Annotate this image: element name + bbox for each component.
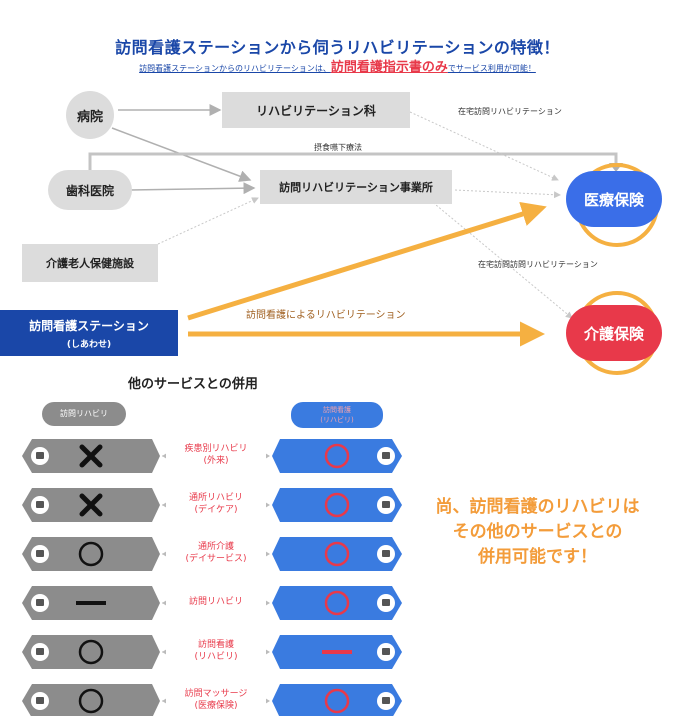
subtitle-highlight: 訪問看護指示書のみ <box>330 60 448 75</box>
right-header-pill: 訪問看護 (リハビリ) <box>291 402 383 428</box>
service-label: 訪問リハビリ <box>166 596 266 608</box>
label-home-rehab-1: 在宅訪問リハビリテーション <box>458 107 562 116</box>
dental-node: 歯科医院 <box>48 170 132 210</box>
right-mark-circle <box>324 541 350 567</box>
right-row-bar <box>272 488 402 522</box>
station-node: 訪問看護ステーション (しあわせ) <box>0 310 178 356</box>
left-row-bar <box>22 635 160 669</box>
left-mark-cross <box>79 493 103 517</box>
right-row-bar <box>272 586 402 620</box>
service-label: 訪問マッサージ(医療保険) <box>166 688 266 712</box>
right-mark-circle <box>324 443 350 469</box>
left-header-pill: 訪問リハビリ <box>42 402 126 426</box>
care-insurance: 介護保険 <box>566 305 662 361</box>
left-mark-circle <box>78 541 104 567</box>
medical-insurance: 医療保険 <box>566 171 662 227</box>
subtitle-pre: 訪問看護ステーションからのリハビリテーションは、 <box>139 64 331 73</box>
arrow-rehaboffice-care <box>429 199 573 319</box>
note-line-3: 併用可能です！ <box>478 547 597 567</box>
left-mark-cross <box>79 444 103 468</box>
right-row-bar <box>272 537 402 571</box>
line-swallow <box>88 152 618 172</box>
right-mark-circle <box>324 590 350 616</box>
label-home-rehab-2: 在宅訪問訪問リハビリテーション <box>478 260 598 269</box>
right-mark-circle <box>324 688 350 714</box>
note-line-2: その他のサービスとの <box>452 522 623 542</box>
section-title: 他のサービスとの併用 <box>128 377 258 392</box>
note-text: 尚、訪問看護のリハビリは その他のサービスとの 併用可能です！ <box>400 495 675 570</box>
left-row-bar <box>22 537 160 571</box>
left-mark-circle <box>78 688 104 714</box>
service-label: 疾患別リハビリ(外来) <box>166 443 266 467</box>
arrow-rehabdept-medical <box>409 111 559 181</box>
arrow-station-medical <box>187 201 547 321</box>
service-label: 通所リハビリ(デイケア) <box>166 492 266 516</box>
right-row-bar <box>272 439 402 473</box>
service-label: 通所介護(デイサービス) <box>166 541 266 565</box>
page-subtitle: 訪問看護ステーションからのリハビリテーションは、訪問看護指示書のみでサービス利用… <box>0 56 675 75</box>
page-title: 訪問看護ステーションから伺うリハビリテーションの特徴！ <box>115 38 560 57</box>
label-nurse-rehab: 訪問看護によるリハビリテーション <box>246 310 406 321</box>
rehab-office-node: 訪問リハビリテーション事業所 <box>260 170 452 204</box>
right-row-bar <box>272 684 402 716</box>
service-label: 訪問看護(リハビリ) <box>166 639 266 663</box>
label-swallow: 摂食嚥下療法 <box>314 143 362 152</box>
subtitle-post: でサービス利用が可能！ <box>447 64 536 73</box>
left-mark-circle <box>78 639 104 665</box>
note-line-1: 尚、訪問看護のリハビリは <box>435 497 640 517</box>
station-subname: (しあわせ) <box>66 340 112 350</box>
care-facility-node: 介護老人保健施設 <box>22 244 158 282</box>
arrow-rehaboffice-medical <box>454 189 561 199</box>
station-name: 訪問看護ステーション <box>29 319 149 333</box>
left-row-bar <box>22 684 160 716</box>
hospital-node: 病院 <box>66 91 114 139</box>
right-mark-circle <box>324 492 350 518</box>
rehab-dept-node: リハビリテーション科 <box>222 92 410 128</box>
arrow-dental-rehab-office <box>129 182 256 195</box>
